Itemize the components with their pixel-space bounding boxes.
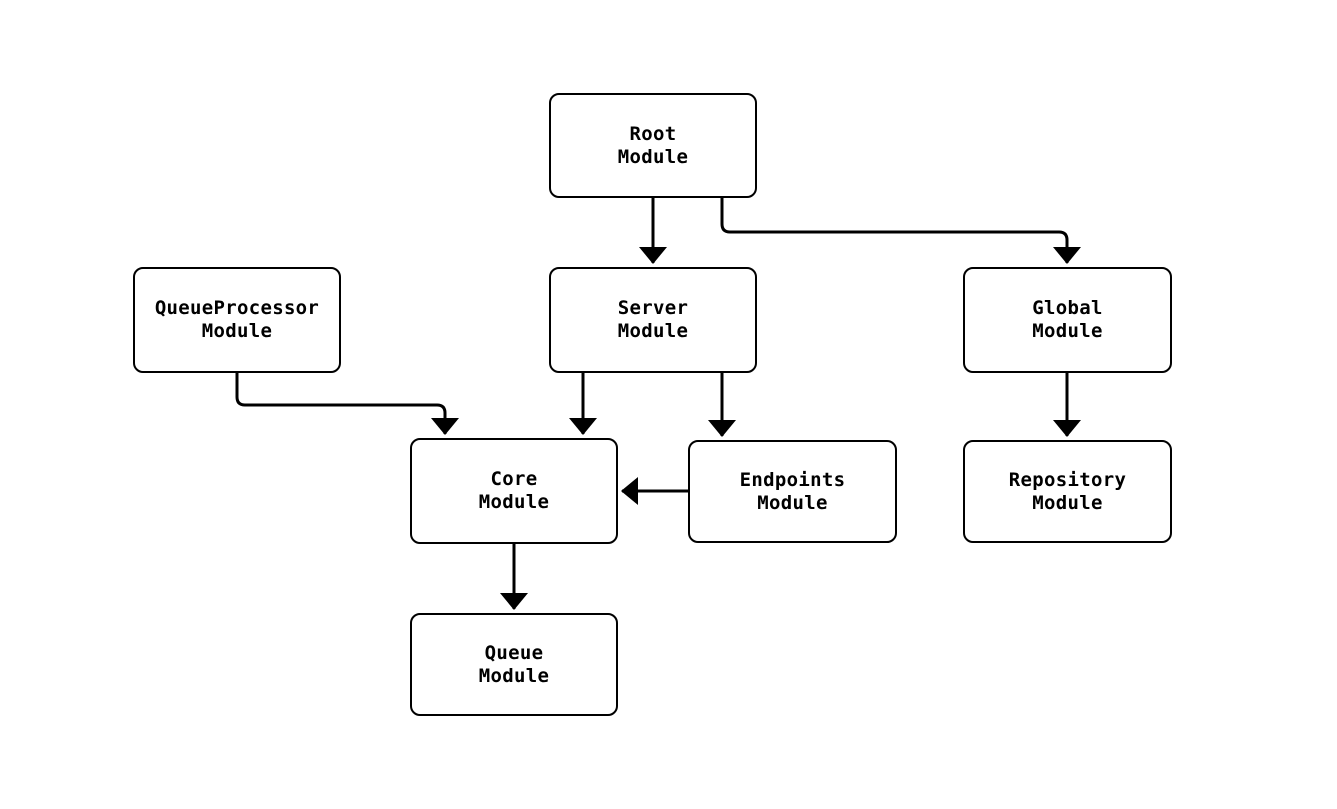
node-label-line: Queue [484, 641, 544, 664]
node-queueprocessor-module: QueueProcessor Module [133, 267, 341, 373]
node-root-module: Root Module [549, 93, 757, 198]
node-label-line: Module [478, 664, 550, 687]
node-core-module: Core Module [410, 438, 618, 544]
node-label-line: Module [617, 320, 689, 342]
node-label-line: Module [617, 145, 689, 168]
node-label-line: Module [201, 320, 273, 342]
node-label-line: Module [757, 491, 828, 514]
node-label-line: Core [490, 468, 538, 490]
node-server-module: Server Module [549, 267, 757, 373]
edge-root-to-global [720, 197, 1081, 264]
node-global-module: Global Module [963, 267, 1172, 373]
node-label-line: Module [478, 491, 550, 513]
node-label-line: Server [617, 297, 689, 319]
node-label-line: Root [629, 122, 677, 145]
node-label-line: Global [1032, 297, 1103, 319]
node-label-line: Repository [1008, 468, 1127, 491]
node-repository-module: Repository Module [963, 440, 1172, 543]
edge-queueprocessor-to-core [235, 372, 459, 435]
node-queue-module: Queue Module [410, 613, 618, 716]
node-label-line: Module [1032, 320, 1103, 342]
node-label-line: Endpoints [739, 468, 846, 491]
node-label-line: QueueProcessor [154, 297, 320, 319]
node-label-line: Module [1032, 491, 1103, 514]
node-endpoints-module: Endpoints Module [688, 440, 897, 543]
